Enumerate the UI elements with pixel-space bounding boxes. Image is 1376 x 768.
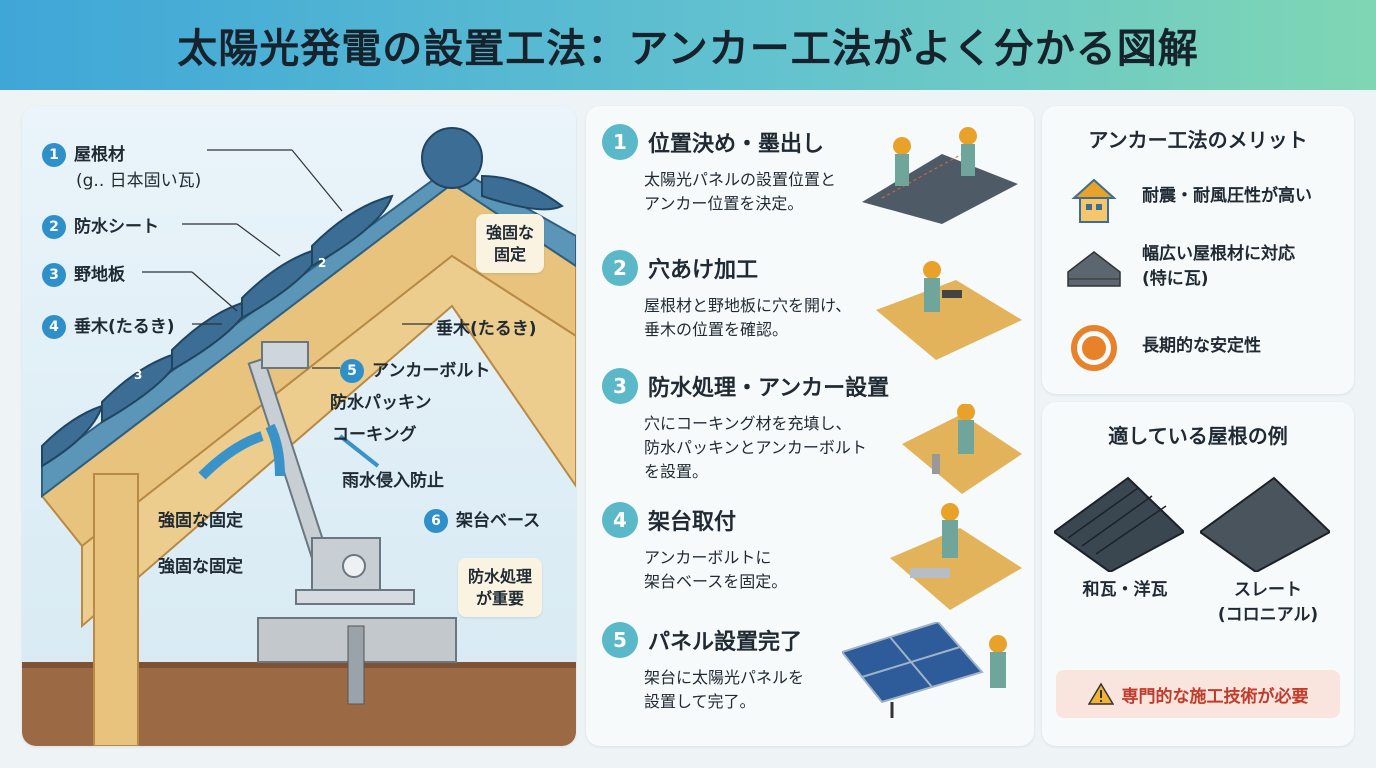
solar-panel-complete-icon	[842, 622, 1007, 718]
merits-title: アンカー工法のメリット	[1088, 128, 1308, 152]
label-firm-fix-1: 強固な固定	[158, 511, 243, 531]
stability-gear-icon	[1071, 325, 1117, 371]
roof-example-tile: 和瓦・洋瓦	[1082, 580, 1168, 600]
page-title: 太陽光発電の設置工法：アンカー工法がよく分かる図解	[177, 26, 1199, 72]
label-rafter-right: 垂木(たるき)	[436, 319, 537, 339]
japanese-tile-roof-icon	[1054, 476, 1184, 572]
callout-firm-fix: 強固な 固定	[476, 214, 545, 274]
roof-examples-title: 適している屋根の例	[1108, 424, 1288, 448]
merit-item: 長期的な安定性	[1066, 320, 1346, 376]
callout-waterproofing: 防水処理 が重要	[458, 558, 543, 618]
label-roof-material-sub: (g.. 日本固い瓦)	[76, 171, 202, 191]
warning-banner: 専門的な施工技術が必要	[1056, 670, 1340, 718]
house-shake-icon	[1071, 178, 1117, 223]
header-banner: 太陽光発電の設置工法：アンカー工法がよく分かる図解	[0, 0, 1376, 90]
worker-drilling-icon	[876, 261, 1022, 360]
warning-icon	[1087, 682, 1114, 705]
label-rain-prevention: 雨水侵入防止	[342, 471, 444, 491]
merits-panel: アンカー工法のメリット 耐震・耐風圧性が高い 幅広い屋根材に対応 (特に瓦) 長…	[1042, 106, 1354, 394]
marker-3: 3	[134, 368, 143, 382]
roof-examples-panel: 適している屋根の例 和瓦・洋瓦 スレート (コロニアル) 専門的な施工技術が必要	[1042, 402, 1354, 746]
marker-2: 2	[318, 256, 327, 270]
roof-tile-icon	[1067, 251, 1121, 287]
label-caulking: コーキング	[332, 425, 417, 445]
roof-cross-section-illustration	[22, 106, 576, 746]
label-gasket: 防水パッキン	[330, 393, 432, 413]
slate-roof-icon	[1200, 476, 1330, 572]
process-steps: 1 位置決め・墨出し 太陽光パネルの設置位置と アンカー位置を決定。 2 穴あけ…	[586, 106, 1034, 746]
worker-mounting-icon	[890, 503, 1022, 610]
merit-item: 幅広い屋根材に対応 (特に瓦)	[1066, 242, 1346, 298]
label-firm-fix-2: 強固な固定	[158, 557, 243, 577]
worker-sealing-icon	[902, 404, 1022, 494]
merit-item: 耐震・耐風圧性が高い	[1066, 172, 1346, 228]
roof-example-slate: スレート (コロニアル)	[1217, 580, 1319, 625]
workers-marking-icon	[862, 127, 1018, 224]
